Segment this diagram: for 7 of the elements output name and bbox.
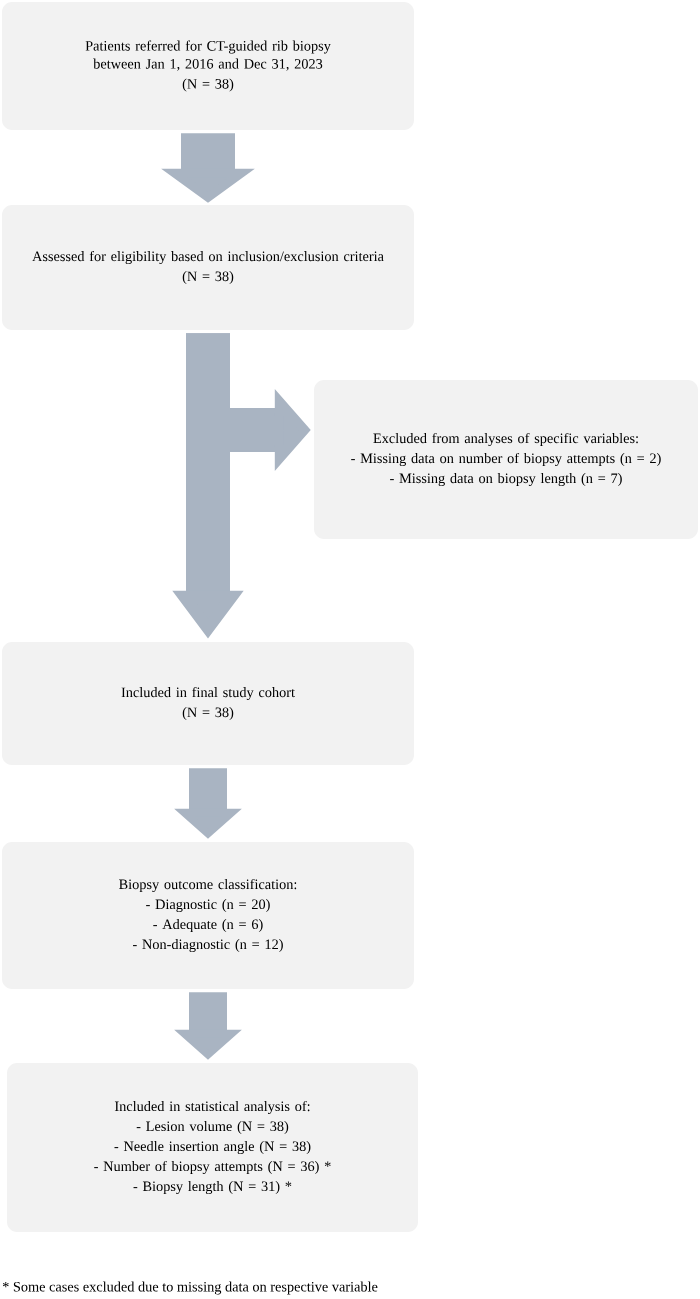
flow-box: Biopsy outcome classification: - Diagnostic (n = 20) - Adequate (n = 6) - Non-diagnostic (n = 12) [2, 842, 414, 989]
flow-box: Patients referred for CT-guided rib biopsy between Jan 1, 2016 and Dec 31, 2023 (N = 38) [2, 2, 414, 130]
flow-box: Excluded from analyses of specific variables: - Missing data on number of biopsy attempts (n = 2) - Missing data on biopsy length (n = 7) [314, 380, 698, 539]
flow-box: Assessed for eligibility based on inclusion/exclusion criteria (N = 38) [2, 205, 414, 330]
flow-box: Included in final study cohort (N = 38) [2, 642, 414, 765]
flow-box: Included in statistical analysis of: - Lesion volume (N = 38) - Needle insertion angle (N = 38) - Number of biopsy attempts (N = 36) * - Biopsy length (N = 31) * [7, 1063, 418, 1232]
footnote: * Some cases excluded due to missing data on respective variable [2, 1281, 378, 1295]
